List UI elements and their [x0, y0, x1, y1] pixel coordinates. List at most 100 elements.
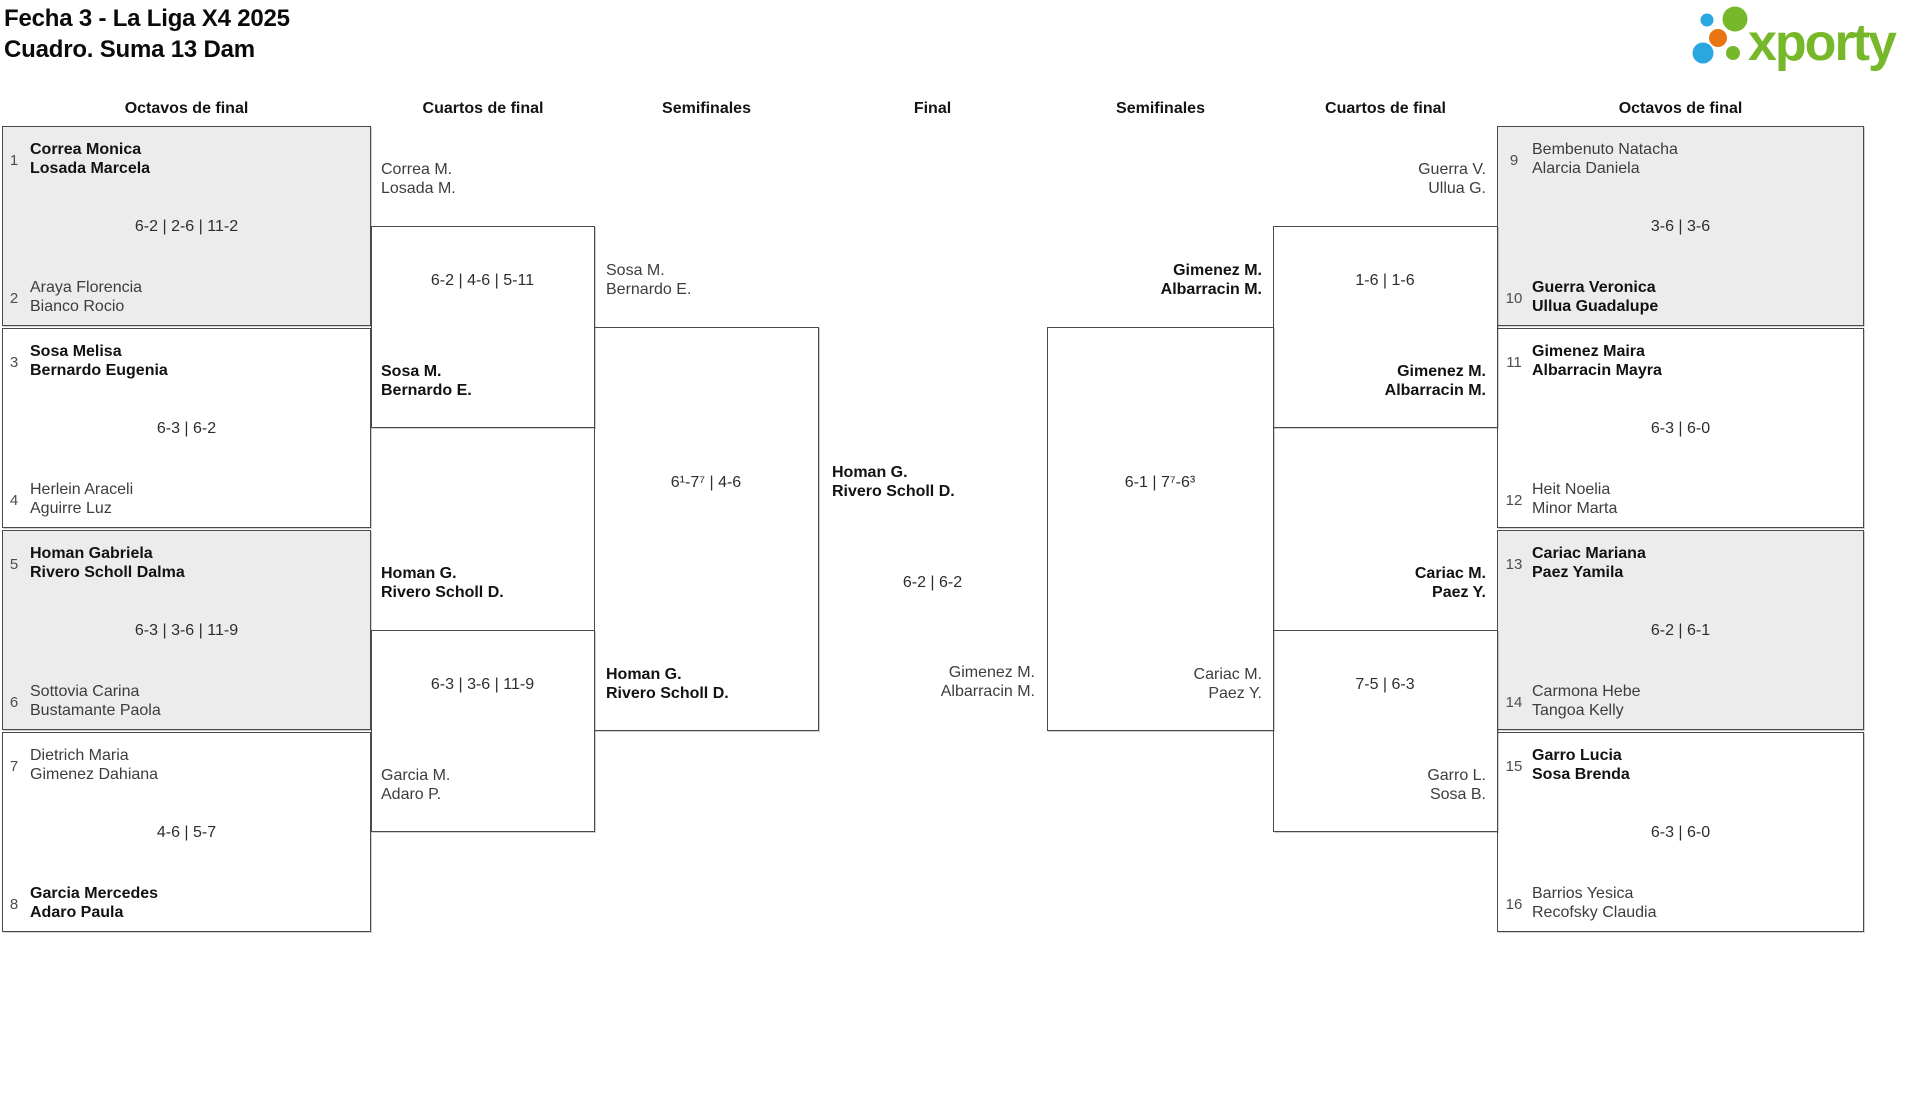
player-name: Sosa B.	[1429, 786, 1486, 803]
player-name: Sosa Melisa	[30, 343, 122, 360]
match-box-r16-left-4[interactable]: 7 Dietrich Maria Gimenez Dahiana 4-6 | 5…	[2, 732, 371, 932]
team-label: Gimenez M. Albarracin M.	[1274, 362, 1486, 400]
match-box-sf-left[interactable]	[594, 327, 819, 731]
team-label: Gimenez Maira Albarracin Mayra	[1532, 342, 1662, 380]
player-name: Sosa M.	[381, 363, 442, 380]
match-box-sf-right[interactable]	[1047, 327, 1274, 731]
team-label: Garcia M. Adaro P.	[381, 766, 450, 804]
team-label: Cariac M. Paez Y.	[1274, 564, 1486, 602]
team-label: Araya Florencia Bianco Rocio	[30, 278, 142, 316]
match-score: 6-2 | 6-2	[902, 574, 963, 591]
match-score: 6-1 | 7⁷-6³	[1124, 474, 1196, 491]
logo-wordmark: xporty	[1748, 14, 1897, 72]
page-title-line1: Fecha 3 - La Liga X4 2025	[4, 5, 290, 32]
page-title: Fecha 3 - La Liga X4 2025 Cuadro. Suma 1…	[4, 3, 290, 65]
column-header-semis-right: Semifinales	[1116, 100, 1205, 117]
match-score: 6¹-7⁷ | 4-6	[670, 474, 742, 491]
team-label: Guerra Veronica Ullua Guadalupe	[1532, 278, 1658, 316]
player-name: Sosa Brenda	[1532, 766, 1630, 783]
seed-number: 14	[1505, 694, 1523, 711]
team-label: Sosa M. Bernardo E.	[606, 261, 691, 299]
player-name: Albarracin M.	[1384, 382, 1486, 399]
player-name: Rivero Scholl D.	[381, 584, 504, 601]
player-name: Paez Y.	[1208, 685, 1262, 702]
match-box-r16-left-3[interactable]: 5 Homan Gabriela Rivero Scholl Dalma 6-3…	[2, 530, 371, 730]
player-name: Adaro P.	[381, 786, 442, 803]
match-score: 6-2 | 4-6 | 5-11	[430, 272, 535, 289]
match-box-r16-right-4[interactable]: 15 Garro Lucia Sosa Brenda 6-3 | 6-0 Bar…	[1497, 732, 1864, 932]
column-header-cuartos-left: Cuartos de final	[422, 100, 544, 117]
player-name: Albarracin M.	[1160, 281, 1262, 298]
player-name: Paez Yamila	[1532, 564, 1624, 581]
player-name: Tangoa Kelly	[1532, 702, 1624, 719]
player-name: Bernardo E.	[381, 382, 472, 399]
player-name: Bernardo Eugenia	[30, 362, 168, 379]
seed-number: 5	[9, 556, 19, 573]
player-name: Recofsky Claudia	[1532, 904, 1657, 921]
player-name: Guerra Veronica	[1532, 279, 1656, 296]
match-box-r16-left-2[interactable]: 3 Sosa Melisa Bernardo Eugenia 6-3 | 6-2…	[2, 328, 371, 528]
team-label: Dietrich Maria Gimenez Dahiana	[30, 746, 158, 784]
match-score: 6-3 | 3-6 | 11-9	[430, 676, 535, 693]
match-score: 6-3 | 6-0	[1650, 420, 1711, 437]
team-label: Herlein Araceli Aguirre Luz	[30, 480, 133, 518]
player-name: Rivero Scholl D.	[832, 483, 955, 500]
player-name: Bustamante Paola	[30, 702, 161, 719]
column-header-final: Final	[913, 100, 952, 117]
match-box-qf-left-2[interactable]	[371, 630, 595, 832]
player-name: Rivero Scholl Dalma	[30, 564, 185, 581]
player-name: Adaro Paula	[30, 904, 124, 921]
team-label: Barrios Yesica Recofsky Claudia	[1532, 884, 1657, 922]
match-score: 1-6 | 1-6	[1355, 272, 1415, 289]
player-name: Heit Noelia	[1532, 481, 1611, 498]
logo-dot-green-small	[1726, 46, 1740, 60]
seed-number: 9	[1509, 152, 1519, 169]
player-name: Cariac M.	[1414, 565, 1486, 582]
team-label: Homan G. Rivero Scholl D.	[606, 665, 729, 703]
xporty-logo-graphic: xporty	[1692, 6, 1899, 72]
player-name: Paez Y.	[1432, 584, 1486, 601]
match-score: 6-3 | 6-0	[1650, 824, 1711, 841]
player-name: Carmona Hebe	[1532, 683, 1641, 700]
player-name: Homan G.	[381, 565, 457, 582]
team-label: Gimenez M. Albarracin M.	[1047, 261, 1262, 299]
match-box-r16-right-2[interactable]: 11 Gimenez Maira Albarracin Mayra 6-3 | …	[1497, 328, 1864, 528]
player-name: Rivero Scholl D.	[606, 685, 729, 702]
player-name: Gimenez M.	[1397, 363, 1486, 380]
team-label: Cariac Mariana Paez Yamila	[1532, 544, 1646, 582]
player-name: Correa M.	[381, 161, 453, 178]
player-name: Bianco Rocio	[30, 298, 125, 315]
match-score: 4-6 | 5-7	[156, 824, 217, 841]
column-header-octavos-right: Octavos de final	[1618, 100, 1743, 117]
seed-number: 7	[9, 758, 19, 775]
match-score: 3-6 | 3-6	[1650, 218, 1711, 235]
player-name: Albarracin Mayra	[1532, 362, 1662, 379]
player-name: Bembenuto Natacha	[1532, 141, 1678, 158]
match-box-qf-right-2[interactable]	[1273, 630, 1498, 832]
xporty-logo[interactable]: xporty	[1688, 2, 1916, 91]
team-label: Homan Gabriela Rivero Scholl Dalma	[30, 544, 185, 582]
player-name: Cariac Mariana	[1532, 545, 1646, 562]
match-box-r16-right-3[interactable]: 13 Cariac Mariana Paez Yamila 6-2 | 6-1 …	[1497, 530, 1864, 730]
player-name: Bernardo E.	[606, 281, 692, 298]
team-label: Cariac M. Paez Y.	[1047, 665, 1262, 703]
match-box-qf-right-1[interactable]	[1273, 226, 1498, 428]
player-name: Minor Marta	[1532, 500, 1618, 517]
team-label: Gimenez M. Albarracin M.	[818, 663, 1035, 701]
match-box-r16-right-1[interactable]: 9 Bembenuto Natacha Alarcia Daniela 3-6 …	[1497, 126, 1864, 326]
seed-number: 8	[9, 896, 19, 913]
seed-number: 2	[9, 290, 19, 307]
player-name: Gimenez M.	[1173, 262, 1262, 279]
player-name: Ullua Guadalupe	[1532, 298, 1659, 315]
logo-dot-blue-small	[1700, 13, 1714, 27]
match-box-r16-left-1[interactable]: 1 Correa Monica Losada Marcela 6-2 | 2-6…	[2, 126, 371, 326]
team-label: Bembenuto Natacha Alarcia Daniela	[1532, 140, 1678, 178]
team-label: Correa Monica Losada Marcela	[30, 140, 150, 178]
player-name: Correa Monica	[30, 141, 142, 158]
team-label: Correa M. Losada M.	[381, 160, 456, 198]
player-name: Gimenez M.	[948, 664, 1035, 681]
page-title-line2: Cuadro. Suma 13 Dam	[4, 36, 255, 63]
team-label-champion: Homan G. Rivero Scholl D.	[832, 463, 955, 501]
column-header-semis-left: Semifinales	[662, 100, 751, 117]
